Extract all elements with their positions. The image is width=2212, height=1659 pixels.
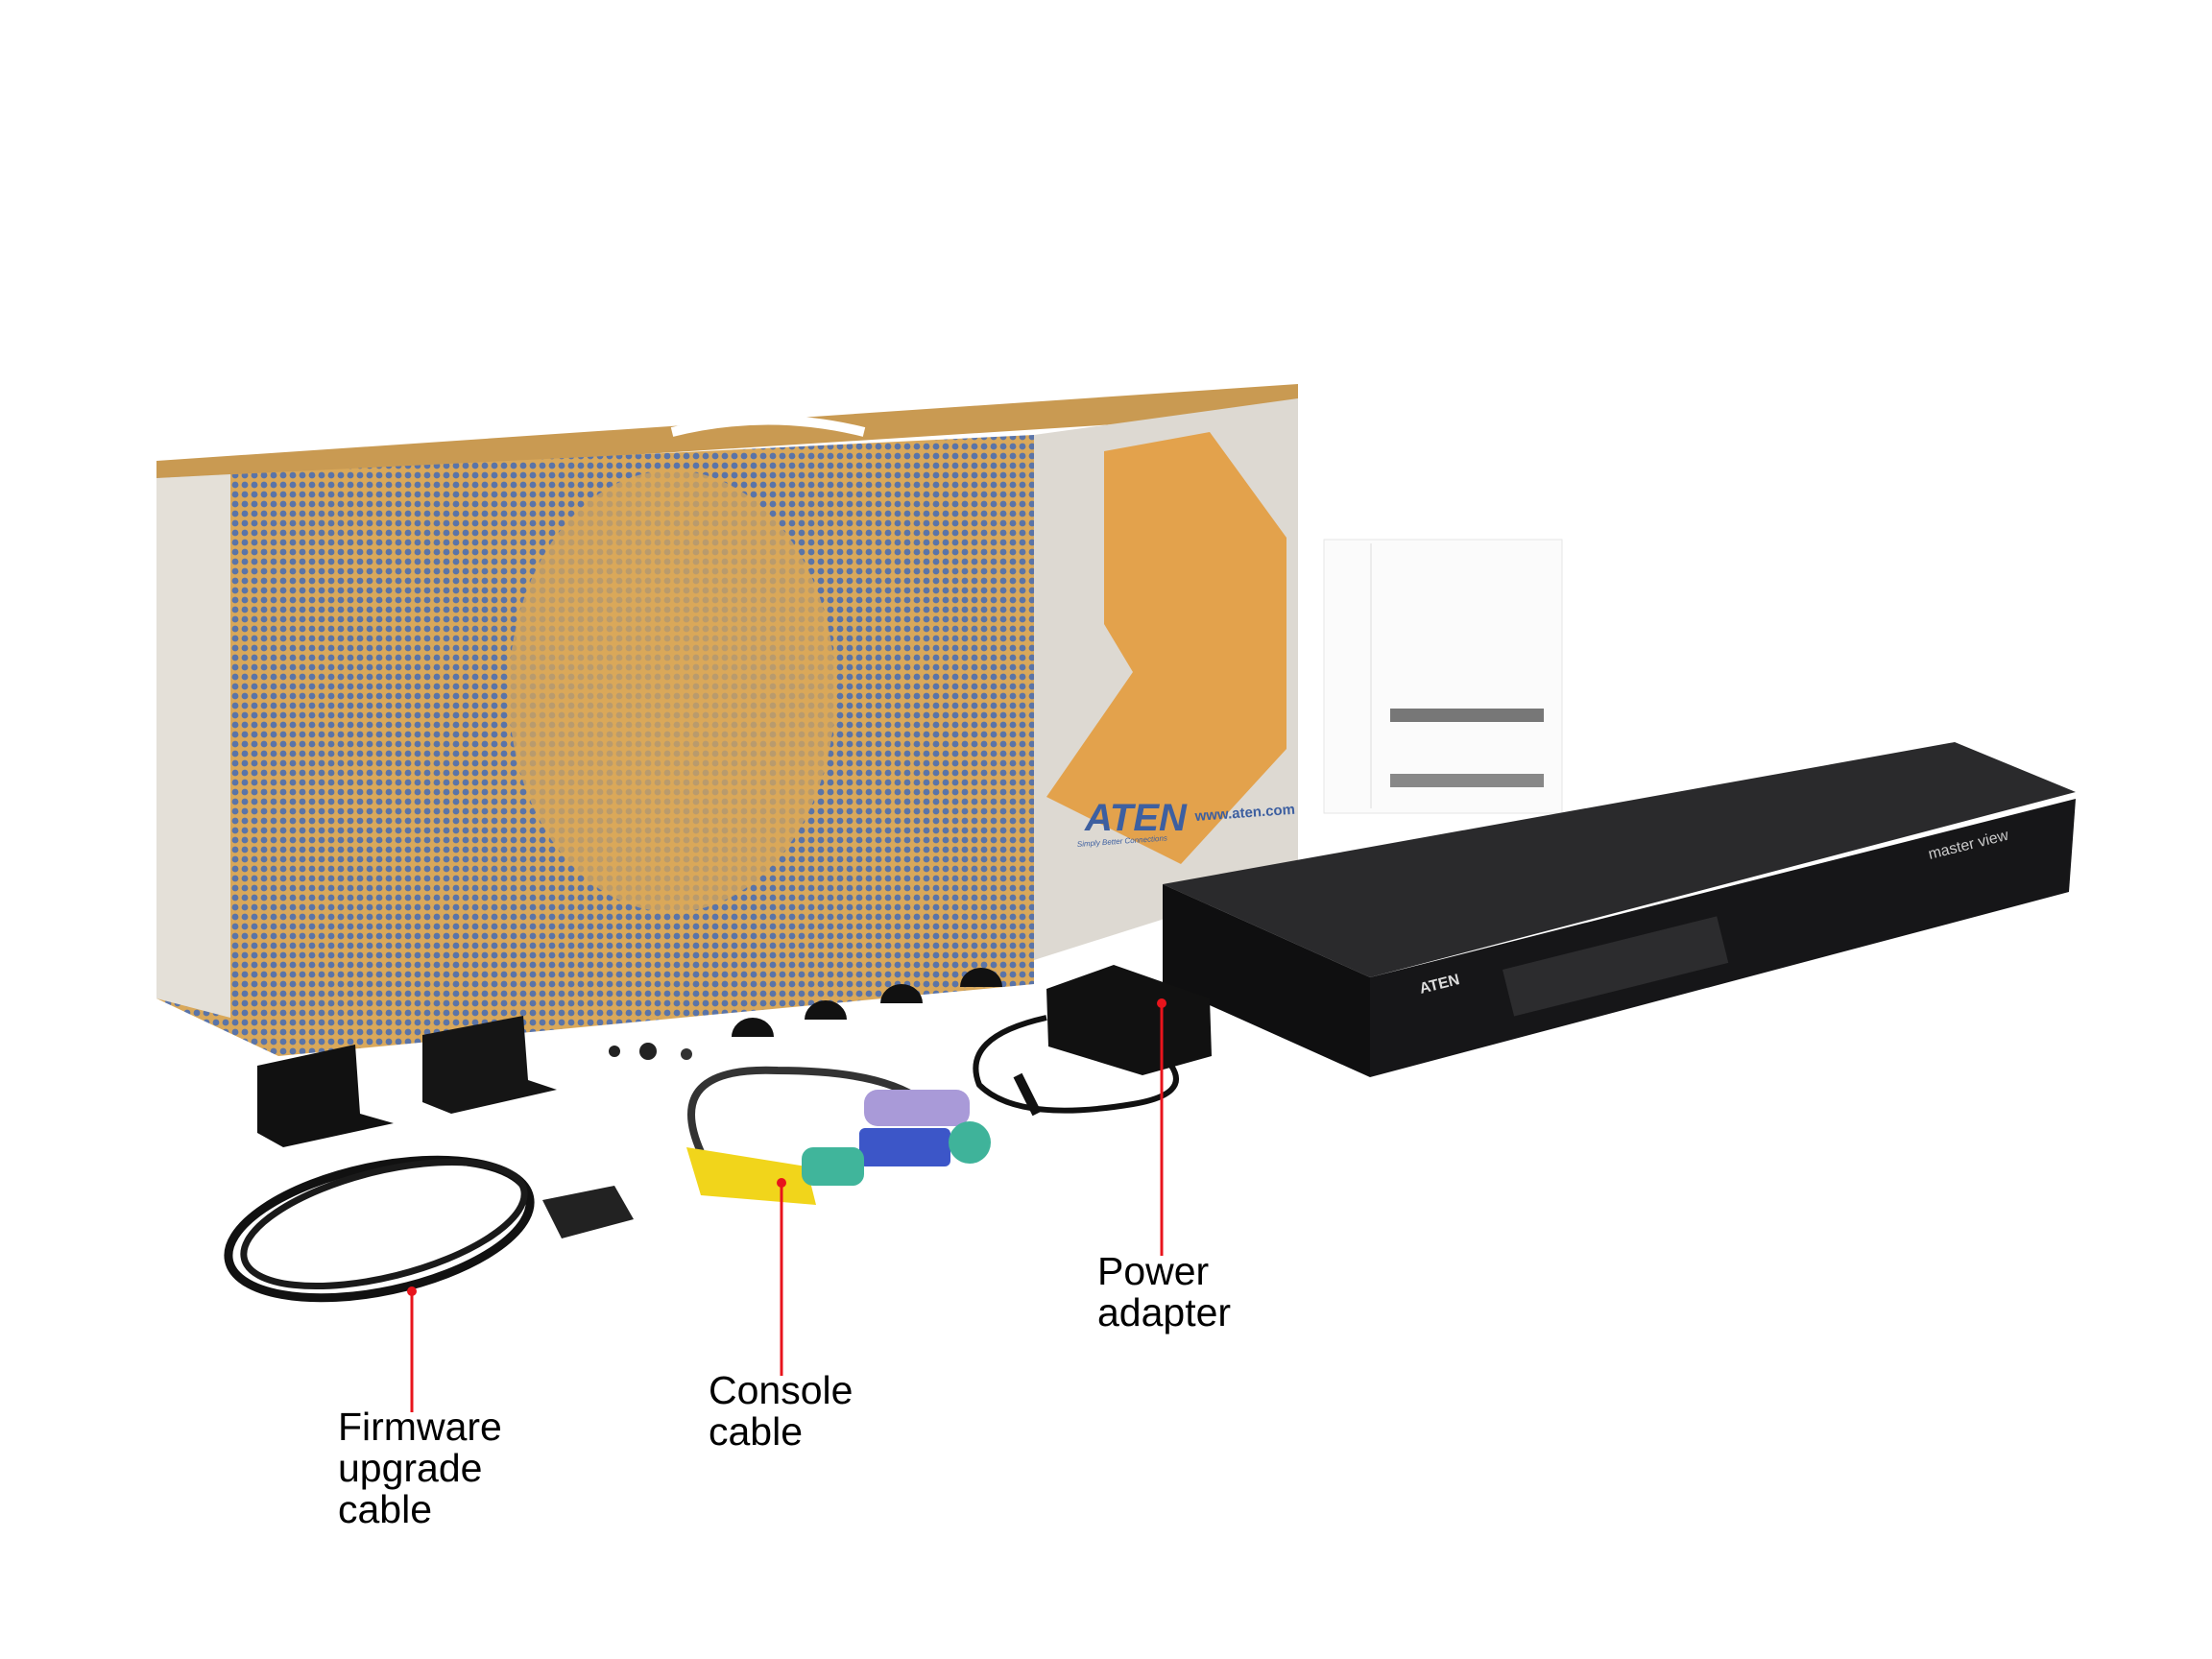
box-handle bbox=[670, 415, 866, 437]
callout-text: adapter bbox=[1097, 1290, 1232, 1334]
callout-text: Power bbox=[1097, 1249, 1210, 1293]
firmware-upgrade-cable bbox=[224, 1155, 634, 1303]
product-box: ATEN Simply Better Connections www.aten.… bbox=[156, 384, 1298, 1056]
callout-text: cable bbox=[338, 1487, 433, 1531]
callout-firmware-upgrade-cable: Firmware upgrade cable bbox=[338, 1407, 502, 1530]
callout-text: upgrade bbox=[338, 1446, 483, 1490]
callout-text: Firmware bbox=[338, 1405, 502, 1449]
callout-console-cable: Console cable bbox=[709, 1370, 853, 1453]
callout-lines bbox=[407, 998, 1166, 1412]
power-adapter bbox=[973, 965, 1212, 1117]
callout-power-adapter: Power adapter bbox=[1097, 1251, 1231, 1334]
box-logo: ATEN bbox=[1084, 797, 1188, 839]
callout-text: Console bbox=[709, 1368, 854, 1412]
rack-mount-brackets bbox=[257, 1016, 557, 1147]
printed-face-image bbox=[509, 470, 835, 912]
console-cable bbox=[686, 1066, 991, 1205]
quick-start-guide bbox=[1323, 539, 1563, 814]
kvm-switch: ATEN master view bbox=[1163, 742, 2076, 1077]
rubber-feet bbox=[609, 968, 1002, 1060]
callout-text: cable bbox=[709, 1409, 804, 1454]
